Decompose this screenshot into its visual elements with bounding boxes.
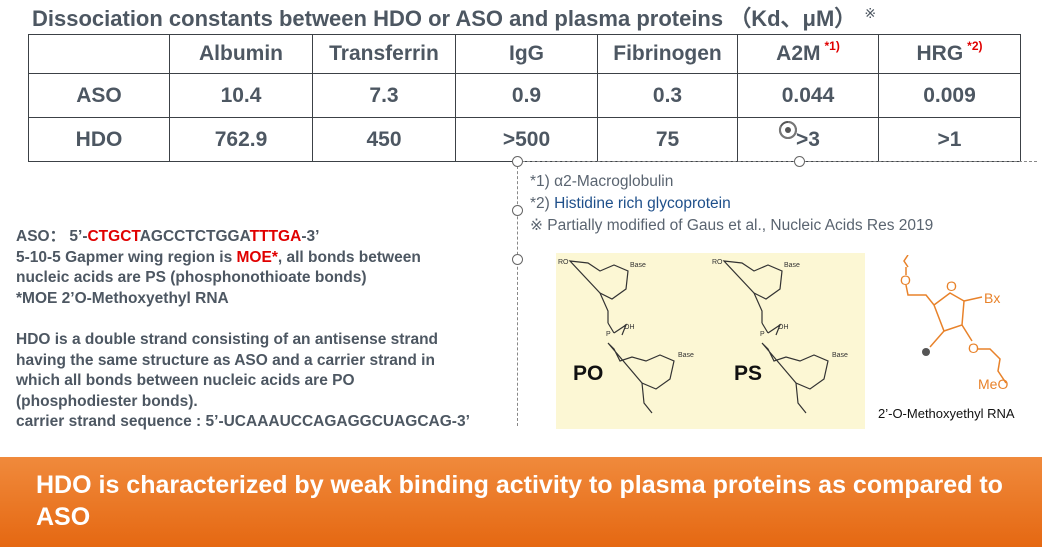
description-text: ASO： 5’-CTGCTAGCCTCTGGATTTGA-3’ 5-10-5 G… xyxy=(16,227,556,433)
header-label: HRG xyxy=(916,42,964,65)
moe-structure-diagram: O O Bx O MeO 2’-O-Methoxyethyl RNA xyxy=(878,254,1015,421)
selection-border-left xyxy=(517,161,518,426)
p-atom: P xyxy=(760,331,765,338)
hdo-line-4: (phosphodiester bonds). xyxy=(16,392,198,410)
base-label: Base xyxy=(832,352,848,359)
table-cell: 0.009 xyxy=(878,73,1021,118)
bx-label: Bx xyxy=(984,290,1000,306)
resize-handle[interactable] xyxy=(512,205,523,216)
gapmer-moe: MOE* xyxy=(236,248,278,266)
slide-title: Dissociation constants between HDO or AS… xyxy=(32,1,1037,31)
table-header-cell xyxy=(28,34,170,74)
header-mark: *1) xyxy=(824,39,840,53)
aso-sequence-line: ASO： 5’-CTGCTAGCCTCTGGATTTGA-3’ xyxy=(16,227,556,248)
atom-marker xyxy=(922,348,930,356)
aso-prefix: ASO： 5’- xyxy=(16,228,88,245)
p-atom: P xyxy=(606,331,611,338)
table-cell: 0.9 xyxy=(455,73,598,118)
title-text: Dissociation constants between HDO or AS… xyxy=(32,6,857,31)
conclusion-banner: HDO is characterized by weak binding act… xyxy=(0,457,1042,547)
hdo-line-1: HDO is a double strand consisting of an … xyxy=(16,331,439,348)
o-label: O xyxy=(900,272,911,288)
aso-wing-3: TTTGA xyxy=(249,228,302,245)
row-label: ASO xyxy=(28,73,170,118)
resize-handle[interactable] xyxy=(512,156,523,167)
table-row: HDO 762.9 450 >500 75 >3 >1 xyxy=(28,117,1021,162)
base-label: Base xyxy=(678,352,694,359)
footnote-2-text: Histidine rich glycoprotein xyxy=(554,195,731,212)
table-cell: 762.9 xyxy=(169,117,313,162)
table-cell: 0.3 xyxy=(597,73,738,118)
po-ps-structure-diagram: RO Base P OH Base RO Base P OH Base PO P… xyxy=(558,259,848,414)
header-label: A2M xyxy=(776,42,821,65)
hdo-line-2: having the same structure as ASO and a c… xyxy=(16,351,435,369)
gapmer-line: 5-10-5 Gapmer wing region is MOE*, all b… xyxy=(16,248,556,269)
table-cell: 0.044 xyxy=(737,73,879,118)
ro-label: RO xyxy=(712,259,723,266)
gapmer-prefix: 5-10-5 Gapmer wing region is xyxy=(16,248,237,266)
table-cell: 450 xyxy=(312,117,456,162)
kd-table: Albumin Transferrin IgG Fibrinogen A2M*1… xyxy=(28,34,1021,162)
selection-border-top xyxy=(517,161,1037,162)
title-mark: ※ xyxy=(864,4,877,21)
aso-wing-5: CTGCT xyxy=(87,228,140,245)
table-header-cell: Albumin xyxy=(169,34,313,74)
o-label: O xyxy=(946,278,957,294)
footnote-2: *2) Histidine rich glycoprotein xyxy=(530,193,1040,215)
oh-label: OH xyxy=(624,324,635,331)
table-cell: 10.4 xyxy=(169,73,313,118)
footnotes: *1) α2-Macroglobulin *2) Histidine rich … xyxy=(530,171,1040,237)
table-header-cell: Fibrinogen xyxy=(597,34,738,74)
ro-label: RO xyxy=(558,259,569,266)
table-header-row: Albumin Transferrin IgG Fibrinogen A2M*1… xyxy=(28,34,1021,74)
base-label: Base xyxy=(630,262,646,269)
table-header-cell: A2M*1) xyxy=(737,34,879,74)
aso-gap: AGCCTCTGGA xyxy=(139,228,250,245)
o-label: O xyxy=(968,340,979,356)
moe-structure-panel: O O Bx O MeO 2’-O-Methoxyethyl RNA xyxy=(872,254,1040,431)
table-cell: >3 xyxy=(737,117,879,162)
moe-footnote-line: *MOE 2’O-Methoxyethyl RNA xyxy=(16,289,229,307)
table-cell: >500 xyxy=(455,117,598,162)
po-label: PO xyxy=(573,362,603,385)
table-row: ASO 10.4 7.3 0.9 0.3 0.044 0.009 xyxy=(28,73,1021,118)
table-header-cell: IgG xyxy=(455,34,598,74)
po-ps-structure-panel: RO Base P OH Base RO Base P OH Base PO P… xyxy=(556,253,865,429)
footnote-3: ※ Partially modified of Gaus et al., Nuc… xyxy=(530,217,934,234)
table-header-cell: HRG*2) xyxy=(878,34,1021,74)
footnote-1: *1) α2-Macroglobulin xyxy=(530,173,674,190)
header-mark: *2) xyxy=(967,39,983,53)
table-cell: >1 xyxy=(878,117,1021,162)
table-cell: 75 xyxy=(597,117,738,162)
moe-caption: 2’-O-Methoxyethyl RNA xyxy=(878,406,1015,421)
table-cell: 7.3 xyxy=(312,73,456,118)
resize-handle[interactable] xyxy=(512,254,523,265)
resize-handle[interactable] xyxy=(794,156,805,167)
table-header-cell: Transferrin xyxy=(312,34,456,74)
ps-label: PS xyxy=(734,362,762,385)
row-label: HDO xyxy=(28,117,170,162)
oh-label: OH xyxy=(778,324,789,331)
ps-line: nucleic acids are PS (phosphonothioate b… xyxy=(16,269,367,286)
base-label: Base xyxy=(784,262,800,269)
footnote-2-prefix: *2) xyxy=(530,195,555,212)
carrier-sequence-line: carrier strand sequence : 5’-UCAAAUCCAGA… xyxy=(16,413,470,430)
hdo-line-3: which all bonds between nucleic acids ar… xyxy=(16,372,355,389)
rotate-handle-icon[interactable] xyxy=(777,119,799,141)
aso-suffix: -3’ xyxy=(301,228,320,245)
gapmer-suffix: , all bonds between xyxy=(277,248,421,266)
meo-label: MeO xyxy=(978,376,1008,392)
